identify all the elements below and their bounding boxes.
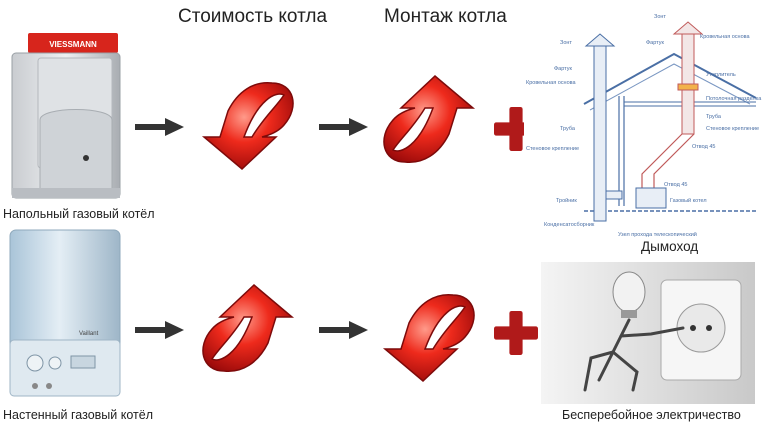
wall-boiler-image: Vaillant	[9, 229, 121, 397]
curved-arrow-down-icon	[374, 285, 484, 385]
diagram-label: Узел прохода телескопический	[618, 231, 697, 238]
arrow-right-icon	[134, 320, 186, 340]
electricity-image	[541, 262, 755, 404]
diagram-label: Фартук	[554, 66, 573, 72]
floor-boiler-image: VIESSMANN	[11, 33, 121, 199]
diagram-label: Утеплитель	[706, 72, 736, 78]
diagram-label: Отвод 45	[692, 144, 715, 150]
diagram-label: Фартук	[646, 40, 665, 46]
caption-floor-boiler: Напольный газовый котёл	[3, 207, 155, 221]
diagram-label: Труба	[706, 114, 722, 120]
arrow-right-icon	[134, 117, 186, 137]
arrow-right-icon	[318, 117, 370, 137]
curved-arrow-up-icon	[193, 281, 303, 381]
caption-chimney: Дымоход	[641, 239, 699, 254]
caption-wall-boiler: Настенный газовый котёл	[3, 408, 153, 422]
diagram-label: Тройник	[556, 197, 577, 204]
diagram-label: Зонт	[654, 14, 666, 20]
chimney-diagram: Зонт Фартук Кровельная основа Труба Стен…	[524, 6, 764, 238]
header-cost: Стоимость котла	[178, 6, 328, 27]
arrow-right-icon	[318, 320, 370, 340]
header-installation: Монтаж котла	[384, 6, 507, 27]
diagram-label: Газовый котел	[670, 197, 707, 204]
diagram-label: Стеновое крепление	[706, 126, 759, 132]
plus-icon	[494, 311, 538, 355]
caption-electricity: Бесперебойное электричество	[562, 408, 741, 422]
diagram-label: Стеновое крепление	[526, 146, 579, 152]
diagram-label: Кровельная основа	[526, 80, 577, 86]
curved-arrow-down-icon	[193, 73, 303, 173]
wall-boiler-brand: Vaillant	[79, 331, 99, 337]
diagram-label: Потолочная разделка	[706, 96, 762, 102]
curved-arrow-up-icon	[374, 72, 484, 172]
diagram-label: Кровельная основа	[700, 34, 751, 40]
floor-boiler-brand: VIESSMANN	[49, 40, 97, 49]
diagram-label: Труба	[560, 126, 576, 132]
diagram-label: Отвод 45	[664, 182, 687, 188]
diagram-label: Зонт	[560, 40, 572, 46]
diagram-label: Конденсатосборник	[544, 222, 595, 228]
